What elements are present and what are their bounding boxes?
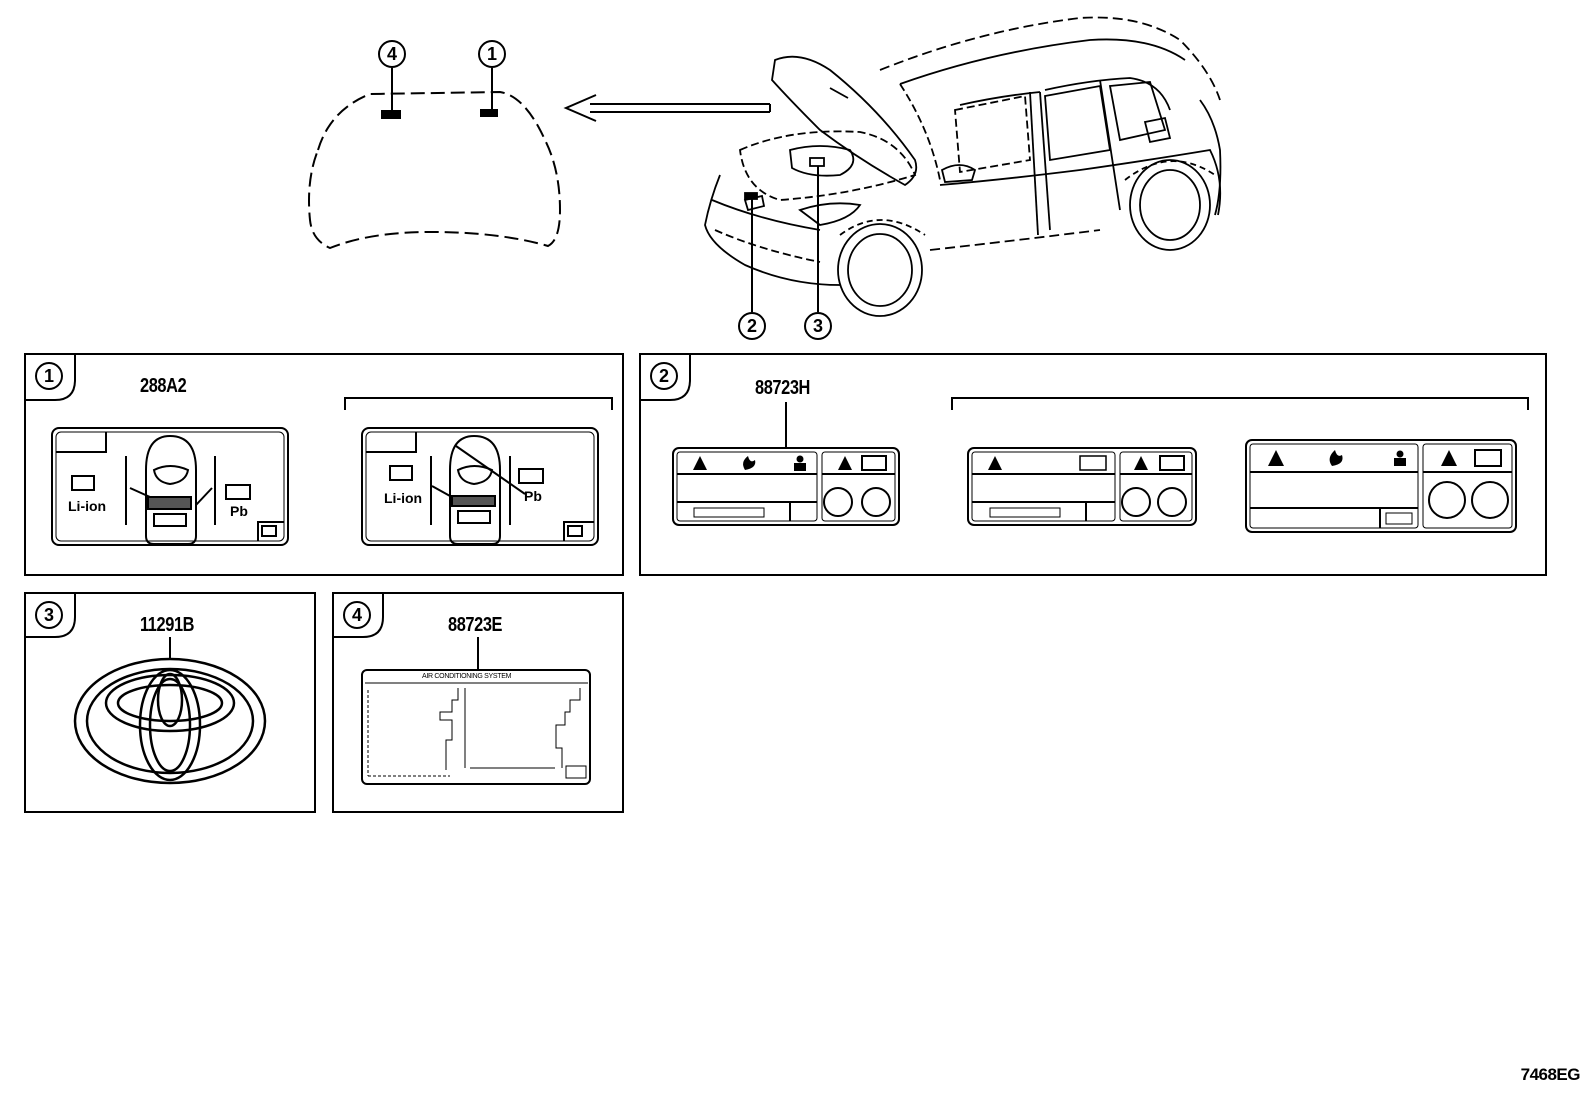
panel-1-index: 1 <box>35 362 63 390</box>
diagram-code: 7468EG <box>1520 1065 1581 1084</box>
callout-1: 1 <box>478 40 506 68</box>
label-liion-right: Li-ion <box>384 490 423 506</box>
panel-2 <box>639 353 1547 576</box>
label-pb-right: Pb <box>524 488 542 504</box>
hood-outline <box>308 90 562 250</box>
toyota-emblem-icon <box>73 657 267 785</box>
no-hand-icon <box>823 481 1509 519</box>
panel-1 <box>24 353 624 576</box>
panel-4-index: 4 <box>343 601 371 629</box>
label-pb-left: Pb <box>230 503 248 519</box>
manual-icon <box>861 449 1502 471</box>
callout-4: 4 <box>378 40 406 68</box>
vehicle-illustration <box>704 16 1222 317</box>
hood-label-1-marker <box>480 109 498 117</box>
ac-label-title: AIR CONDITIONING SYSTEM <box>422 673 512 680</box>
part-number-88723E: 88723E <box>448 614 503 636</box>
label-liion-left: Li-ion <box>68 498 107 514</box>
warning-triangle-icon <box>693 450 1457 470</box>
callout-3: 3 <box>804 312 832 340</box>
person-icon <box>794 450 1406 471</box>
panel-4 <box>332 592 624 813</box>
part-number-88723H: 88723H <box>755 377 810 399</box>
part-number-11291B: 11291B <box>140 614 195 636</box>
panel-3 <box>24 592 316 813</box>
hood-label-4-marker <box>381 110 401 119</box>
fire-icon <box>743 450 1343 470</box>
part-number-288A2: 288A2 <box>140 375 187 397</box>
panel-2-index: 2 <box>650 362 678 390</box>
arrow-left-icon <box>563 94 771 122</box>
callout-2: 2 <box>738 312 766 340</box>
panel-3-index: 3 <box>35 601 63 629</box>
